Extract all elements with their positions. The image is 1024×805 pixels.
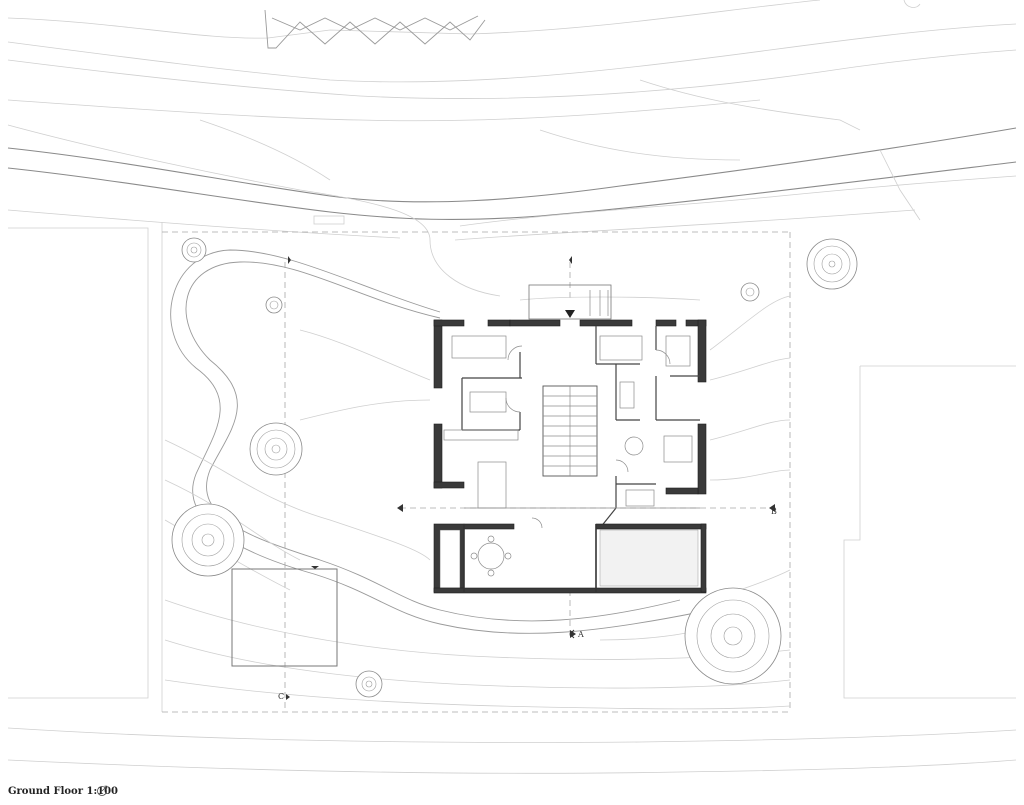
tree xyxy=(806,238,858,290)
house-floor-plan xyxy=(433,284,707,594)
plan-title: Ground Floor 1:100 xyxy=(8,786,119,797)
section-marker-b: B xyxy=(771,507,777,516)
north-arrow-icon xyxy=(97,785,108,796)
section-marker-a: A xyxy=(577,630,584,639)
road-and-contours-north xyxy=(7,0,1017,297)
trees xyxy=(171,237,858,698)
tree xyxy=(740,282,760,302)
section-marker-c: C xyxy=(278,692,284,701)
tree xyxy=(249,422,303,476)
tree xyxy=(355,670,383,698)
garden-path xyxy=(7,249,1017,774)
outbuilding xyxy=(231,568,338,667)
site-boundary xyxy=(8,222,1016,713)
section-markers: A B C xyxy=(278,256,777,701)
tree xyxy=(171,503,245,577)
tree xyxy=(265,296,283,314)
entrance-canopy xyxy=(528,284,612,320)
tree xyxy=(181,237,207,263)
tree xyxy=(684,587,782,685)
